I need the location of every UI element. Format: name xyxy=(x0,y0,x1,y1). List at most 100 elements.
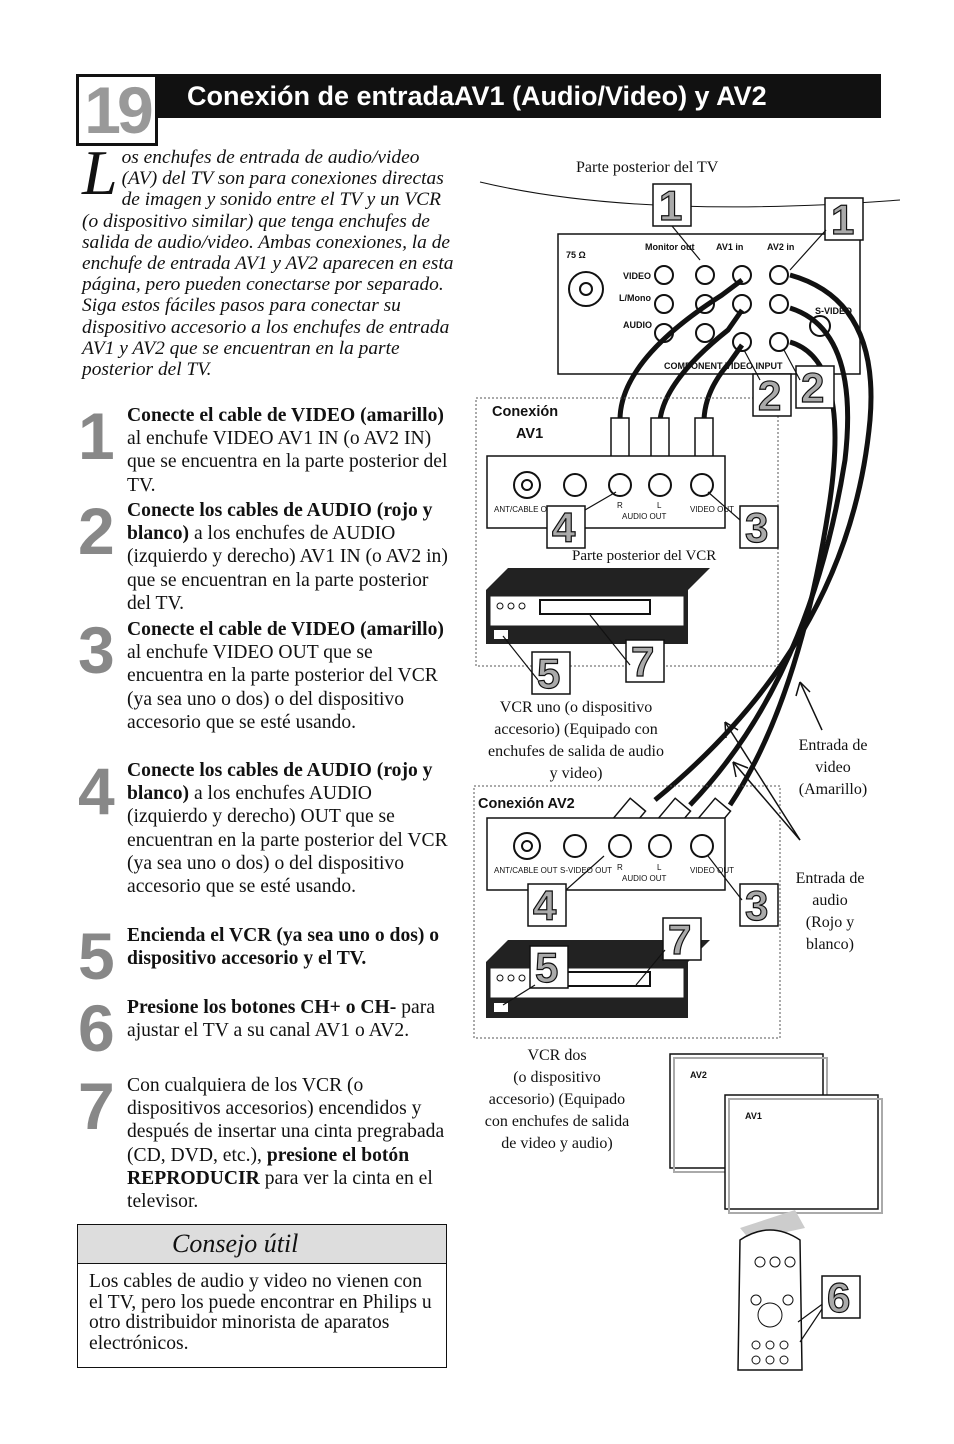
av1-box-label-1: Conexión xyxy=(492,404,558,420)
step-bold: Conecte el cable de VIDEO (amarillo) xyxy=(127,619,444,640)
callout-6: 6 xyxy=(827,1274,850,1321)
callout-numbers: 1 1 2 2 4 3 5 7 4 3 5 7 6 xyxy=(527,181,864,1322)
vcr2-jacks xyxy=(513,832,714,860)
step-number: 5 xyxy=(78,919,115,993)
screen-av2-label: AV2 xyxy=(690,1070,707,1080)
vcr1-video-out-label: VIDEO OUT xyxy=(690,505,734,514)
step-4: 4 Conecte los cables de AUDIO (rojo y bl… xyxy=(78,754,453,898)
callout-leaders xyxy=(502,225,827,1006)
step-7: 7 Con cualquiera de los VCR (o dispositi… xyxy=(78,1069,453,1213)
tv-video-label: VIDEO xyxy=(623,271,651,281)
page-number: 19 xyxy=(76,74,158,146)
av1-cables xyxy=(617,278,745,421)
step-text: al enchufe VIDEO OUT que se encuentra en… xyxy=(127,642,438,733)
step-bold: Conecte el cable de VIDEO (amarillo) xyxy=(127,405,444,426)
step-number: 1 xyxy=(78,399,115,473)
step-bold: presione el botón REPRODUCIR xyxy=(127,1144,410,1189)
step-1: 1 Conecte el cable de VIDEO (amarillo) a… xyxy=(78,399,453,497)
vcr2-caption-3: accesorio) (Equipado xyxy=(489,1091,625,1108)
step-bold: Encienda el VCR (ya sea uno o dos) o dis… xyxy=(127,925,440,970)
step-text: para ajustar el TV a su canal AV1 o AV2. xyxy=(127,997,435,1042)
callout-5b: 5 xyxy=(535,944,558,991)
vcr1-r-label: R xyxy=(617,501,623,510)
vcr1-audio-out-label: AUDIO OUT xyxy=(622,512,667,521)
vcr1-top xyxy=(486,568,710,590)
av2-connection-box xyxy=(473,785,781,1039)
step-3: 3 Conecte el cable de VIDEO (amarillo) a… xyxy=(78,613,453,734)
step-number: 6 xyxy=(78,991,115,1065)
vcr1-l-label: L xyxy=(657,501,662,510)
callout-5a: 5 xyxy=(537,650,560,697)
remote-buttons xyxy=(750,1256,796,1365)
callout-1a: 1 xyxy=(659,182,682,229)
vcr1-power-button xyxy=(494,630,508,639)
vcr-back-label: Parte posterior del VCR xyxy=(572,548,716,564)
step-number: 7 xyxy=(78,1069,115,1143)
step-2: 2 Conecte los cables de AUDIO (rojo y bl… xyxy=(78,494,453,615)
vcr1-caption-2: accesorio) (Equipado con xyxy=(494,721,657,738)
vcr2-caption-1: VCR dos xyxy=(527,1047,586,1064)
step-text-pre: Con cualquiera de los VCR (o dispositivo… xyxy=(127,1075,445,1166)
tv-monitor-out-label: Monitor out xyxy=(645,242,694,252)
tv-jacks xyxy=(654,265,831,352)
callout-2a: 2 xyxy=(758,372,781,419)
intro-text: os enchufes de entrada de audio/video (A… xyxy=(82,147,454,381)
video-in-label-3: (Amarillo) xyxy=(799,781,867,798)
audio-in-label-4: blanco) xyxy=(806,936,854,953)
callout-1b: 1 xyxy=(831,196,854,243)
tv-svideo-label: S-VIDEO xyxy=(815,306,852,316)
callout-7b: 7 xyxy=(668,916,691,963)
vcr1-tape-slot xyxy=(539,599,651,615)
step-bold: Conecte los cables de AUDIO (rojo y blan… xyxy=(127,500,433,545)
callout-7a: 7 xyxy=(631,638,654,685)
vcr2-ant-label: ANT/CABLE OUT xyxy=(494,866,558,875)
callout-4b: 4 xyxy=(533,882,557,929)
helpful-tip-box: Consejo útil Los cables de audio y video… xyxy=(77,1224,447,1368)
tv-audio-label: AUDIO xyxy=(623,320,652,330)
vcr1-caption-3: enchufes de salida de audio xyxy=(488,743,664,760)
label-arrows xyxy=(724,681,823,841)
step-bold: Conecte los cables de AUDIO (rojo y blan… xyxy=(127,760,433,805)
callout-4a: 4 xyxy=(552,504,576,551)
page-title: Conexión de entradaAV1 (Audio/Video) y A… xyxy=(155,74,881,118)
vcr2-l-label: L xyxy=(657,863,662,872)
step-6: 6 Presione los botones CH+ o CH- para aj… xyxy=(78,995,453,1061)
tip-heading: Consejo útil xyxy=(78,1225,446,1264)
video-in-label-2: video xyxy=(815,759,851,776)
screen-av1-label: AV1 xyxy=(745,1111,762,1121)
callout-3b: 3 xyxy=(745,882,768,929)
vcr2-caption-2: (o dispositivo xyxy=(513,1069,601,1086)
tv-av2-in-label: AV2 in xyxy=(767,242,794,252)
step-number: 3 xyxy=(78,613,115,687)
vcr2-video-out-label: VIDEO OUT xyxy=(690,866,734,875)
audio-in-label-1: Entrada de xyxy=(796,870,865,887)
video-in-label-1: Entrada de xyxy=(799,737,868,754)
step-text: al enchufe VIDEO AV1 IN (o AV2 IN) que s… xyxy=(127,428,448,496)
vcr1-jacks xyxy=(513,471,714,499)
vcr2-audio-out-label: AUDIO OUT xyxy=(622,874,667,883)
step-5: 5 Encienda el VCR (ya sea uno o dos) o d… xyxy=(78,923,453,989)
step-number: 4 xyxy=(78,754,115,828)
tip-body: Los cables de audio y video no vienen co… xyxy=(89,1271,432,1354)
vcr2-power-button xyxy=(494,1003,508,1012)
vcr1-ant-label: ANT/CABLE OUT xyxy=(494,505,558,514)
av1-plugs xyxy=(610,417,714,463)
step-bold: Presione los botones CH+ o CH- xyxy=(127,997,397,1018)
av2-box-label: Conexión AV2 xyxy=(478,796,575,812)
callout-2b: 2 xyxy=(801,364,824,411)
vcr2-caption-4: con enchufes de salida xyxy=(485,1113,629,1130)
tv-av1-in-label: AV1 in xyxy=(716,242,743,252)
intro-dropcap: L xyxy=(82,137,118,208)
step-text: para ver la cinta en el televisor. xyxy=(127,1167,433,1213)
tv-back-label: Parte posterior del TV xyxy=(576,159,719,176)
tv-antenna-label: 75 Ω xyxy=(566,250,586,260)
step-text: a los enchufes de AUDIO (izquierdo y der… xyxy=(127,523,448,614)
step-text: a los enchufes AUDIO (izquierdo y derech… xyxy=(127,783,448,898)
vcr1-caption-4: y video) xyxy=(550,765,603,782)
audio-in-label-2: audio xyxy=(812,892,848,909)
tv-screen-av1 xyxy=(724,1094,879,1210)
tv-lmono-label: L/Mono xyxy=(619,293,651,303)
step-number: 2 xyxy=(78,494,115,568)
